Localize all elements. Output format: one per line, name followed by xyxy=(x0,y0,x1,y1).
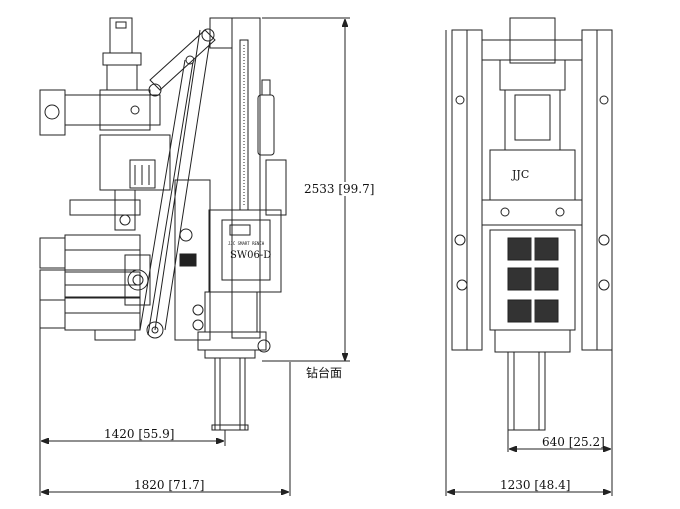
model-label: SW06-D xyxy=(230,250,272,261)
front-view xyxy=(451,17,613,431)
panel-caption: JJC SMART RENCH xyxy=(228,241,265,246)
front-width-dimension-label: 1230 [48.4] xyxy=(500,478,571,492)
jjc-logo: JJC xyxy=(512,168,530,181)
drill-floor-label: 钻台面 xyxy=(306,366,343,380)
side-width-dimension-label: 1820 [71.7] xyxy=(134,478,205,492)
reach-dimension-label: 1420 [55.9] xyxy=(104,427,175,441)
side-view xyxy=(39,17,287,431)
height-dimension-label: 2533 [99.7] xyxy=(304,182,375,196)
front-view-dimensions xyxy=(445,30,613,496)
offset-dimension-label: 640 [25.2] xyxy=(542,435,605,449)
